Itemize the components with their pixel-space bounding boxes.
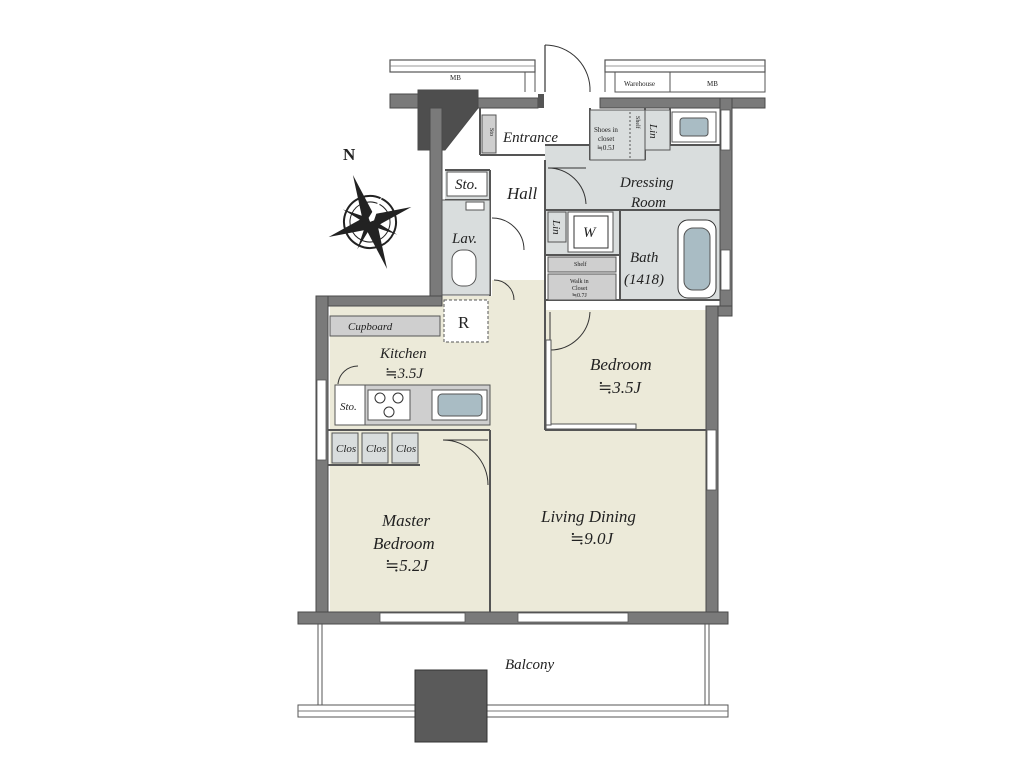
linen-closet-dressing: [547, 211, 567, 243]
cupboard: [329, 315, 441, 337]
shoes-closet-size: ≒0.5J: [597, 144, 615, 152]
dressing-door[interactable]: [547, 167, 587, 205]
master-bedroom-line2: Bedroom: [373, 534, 435, 553]
master-closets: [331, 432, 419, 464]
walk-in-closet: [547, 273, 617, 301]
shoes-closet: [589, 109, 646, 161]
balcony-column: [414, 669, 488, 743]
refrigerator-label: R: [458, 313, 470, 332]
balcony-label: Balcony: [505, 657, 554, 673]
clos2-label: Clos: [366, 443, 386, 455]
toilet-icon: [451, 249, 477, 287]
master-bedroom-line1: Master: [381, 511, 431, 530]
lin-dressing-label: Lin: [550, 219, 562, 235]
bottom-windows: [379, 612, 629, 623]
entrance-storage: [481, 114, 497, 154]
clos3-label: Clos: [396, 443, 416, 455]
compass-north-label: N: [343, 145, 356, 164]
bedroom-door[interactable]: [549, 311, 591, 351]
right-windows: [316, 109, 731, 491]
stove-icon: [367, 389, 411, 421]
mb-left-label: MB: [450, 74, 461, 82]
hall-storage: [446, 171, 488, 197]
master-door[interactable]: [442, 439, 489, 486]
bedroom-label: Bedroom: [590, 355, 652, 374]
shelf-walkin-label: Shelf: [574, 261, 587, 268]
hall-label: Hall: [506, 184, 538, 203]
bath-size-label: (1418): [624, 272, 664, 288]
kitchen-size: ≒3.5J: [385, 366, 424, 382]
shelf-entrance-label: Shelf: [634, 116, 641, 129]
linen-closet-entrance: [644, 109, 671, 151]
lin-entrance-label: Lin: [647, 123, 659, 139]
dressing-room-line1: Dressing: [619, 175, 674, 191]
entrance-label: Entrance: [502, 130, 558, 146]
kitchen-label: Kitchen: [379, 346, 427, 362]
walkin-line2: Closet: [572, 286, 588, 292]
hall-sto-label: Sto.: [455, 177, 478, 193]
entrance-door[interactable]: [538, 44, 591, 108]
clos1-label: Clos: [336, 443, 356, 455]
lav-label: Lav.: [451, 231, 477, 247]
cupboard-label: Cupboard: [348, 321, 393, 333]
bedroom-sliding-door[interactable]: [545, 423, 637, 430]
washer-label: W: [583, 225, 597, 241]
living-dining-size: ≒9.0J: [570, 529, 614, 548]
dressing-room-line2: Room: [630, 195, 666, 211]
shoes-closet-line1: Shoes in: [594, 126, 618, 134]
bath-label: Bath: [630, 250, 658, 266]
refrigerator-space: [443, 299, 489, 343]
balcony: [297, 624, 729, 743]
mb-right-label: MB: [707, 80, 718, 88]
walkin-line1: Walk in: [570, 279, 589, 285]
walkin-size: ≒0.7J: [572, 293, 588, 299]
shoes-closet-line2: closet: [598, 135, 614, 143]
dressing-sink: [671, 111, 717, 143]
master-bedroom-size: ≒5.2J: [385, 556, 429, 575]
lav-door[interactable]: [491, 217, 525, 251]
bedroom-size: ≒3.5J: [598, 378, 642, 397]
warehouse-label: Warehouse: [624, 80, 655, 88]
compass-icon: [328, 175, 412, 269]
kitchen-sto-label: Sto.: [340, 401, 357, 413]
entrance-sto-label: Sto: [488, 128, 494, 136]
living-dining-label: Living Dining: [540, 507, 636, 526]
shelf-walkin: [547, 256, 617, 273]
corridor-railings: [389, 59, 766, 93]
